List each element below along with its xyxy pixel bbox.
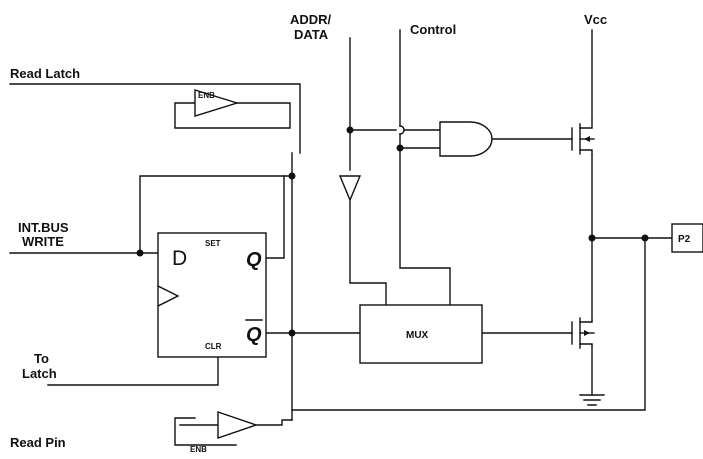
wire-buffer-top-loop <box>174 102 291 129</box>
junction-latch-feedback <box>136 249 144 257</box>
pin-p2-box <box>671 223 703 253</box>
wires <box>9 29 673 446</box>
label-to-latch-2: Latch <box>22 366 57 381</box>
label-addr-data-1: ADDR/ <box>290 12 332 27</box>
wire-addr-to-mux <box>349 199 387 306</box>
junction-qbar-node <box>288 329 296 337</box>
label-latch-q-bar: Q <box>246 324 262 346</box>
buffer-top <box>194 89 240 117</box>
junction-control <box>396 144 404 152</box>
junction-output-node <box>588 234 596 242</box>
label-addr-data-2: DATA <box>294 27 329 42</box>
label-latch-q: Q <box>246 249 262 271</box>
label-enb-top: ENB <box>198 91 215 100</box>
wire-read-latch <box>9 83 301 154</box>
label-latch-clr: CLR <box>205 342 222 351</box>
ground-icon <box>579 394 605 406</box>
junction-addr-data <box>346 126 354 134</box>
buffer-bottom <box>217 411 259 439</box>
wire-control <box>399 29 451 306</box>
wire-to-latch <box>47 356 219 386</box>
mux-box <box>359 304 483 364</box>
label-control: Control <box>410 22 456 37</box>
wire-read-pin-return <box>291 237 646 411</box>
wire-control-hop <box>399 125 405 135</box>
label-latch-d: D <box>172 247 187 270</box>
label-int-bus-1: INT.BUS <box>18 220 69 235</box>
latch-clock-triangle <box>157 285 180 307</box>
label-vcc: Vcc <box>584 12 607 27</box>
fet-lower <box>571 317 595 349</box>
label-latch-set: SET <box>205 239 221 248</box>
label-read-pin: Read Pin <box>10 435 66 450</box>
label-read-latch: Read Latch <box>10 66 80 81</box>
junction-q-node <box>288 172 296 180</box>
wire-q-output <box>265 175 285 259</box>
wire-read-pin <box>179 419 293 426</box>
wire-bottom-buffer-box <box>174 417 237 446</box>
junctions <box>136 126 649 337</box>
label-mux: MUX <box>406 330 429 341</box>
label-pin-p2: P2 <box>678 234 691 245</box>
label-enb-bottom: ENB <box>190 445 207 454</box>
junction-pin-node <box>641 234 649 242</box>
label-int-bus-2: WRITE <box>22 234 64 249</box>
fet-upper <box>571 119 595 156</box>
label-to-latch-1: To <box>34 351 49 366</box>
buffer-addr-data <box>338 175 362 202</box>
and-gate <box>439 121 493 157</box>
wire-feedback-top <box>139 175 293 254</box>
